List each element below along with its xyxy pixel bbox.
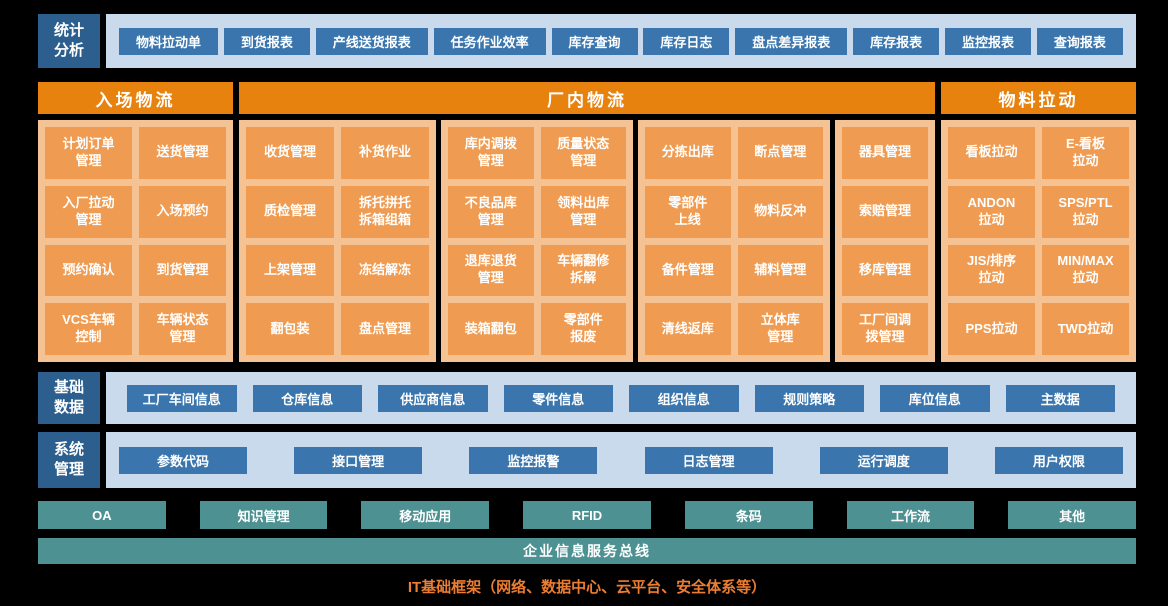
stats-strip: 物料拉动单 到货报表 产线送货报表 任务作业效率 库存查询 库存日志 盘点差异报… (106, 14, 1136, 68)
platform-item: 移动应用 (361, 501, 490, 529)
service-bus-bar: 企业信息服务总线 (38, 538, 1136, 564)
module-cell: 上架管理 (246, 244, 334, 297)
stats-item: 监控报表 (945, 27, 1032, 55)
base-data-item: 零件信息 (503, 384, 613, 412)
module-cell: 计划订单 管理 (45, 127, 132, 179)
module-cell: 零部件 报废 (540, 303, 626, 355)
module-cell: 退库退货 管理 (448, 244, 534, 297)
module-cell: 看板拉动 (948, 127, 1035, 179)
module-cell: PPS拉动 (948, 303, 1035, 355)
stats-item: 物料拉动单 (119, 27, 219, 55)
base-data-item: 供应商信息 (378, 384, 488, 412)
pull-panel: 看板拉动 E-看板 拉动 ANDON 拉动 SPS/PTL 拉动 JIS/排序 … (941, 120, 1136, 362)
module-cell: 拆托拼托 拆箱组箱 (341, 185, 429, 238)
header-inbound-logistics: 入场物流 (38, 82, 233, 114)
base-data-row: 基础 数据 工厂车间信息 仓库信息 供应商信息 零件信息 组织信息 规则策略 库… (38, 372, 1136, 424)
inbound-panel: 计划订单 管理 送货管理 入厂拉动 管理 入场预约 预约确认 到货管理 VCS车… (38, 120, 233, 362)
module-cell: 分拣出库 (645, 127, 731, 179)
system-item: 运行调度 (819, 446, 948, 474)
plant-panel-4: 器具管理 索赔管理 移库管理 工厂间调 拨管理 (835, 120, 935, 362)
module-cell: 索赔管理 (842, 185, 928, 238)
module-cell: 移库管理 (842, 244, 928, 297)
module-cell: 辅料管理 (737, 244, 823, 297)
system-section-label: 系统 管理 (38, 432, 100, 488)
module-cell: 补货作业 (341, 127, 429, 179)
platform-item: 知识管理 (199, 501, 328, 529)
plant-panel-2: 库内调拨 管理 质量状态 管理 不良品库 管理 领料出库 管理 退库退货 管理 … (441, 120, 633, 362)
stats-item: 到货报表 (223, 27, 310, 55)
system-strip: 参数代码 接口管理 监控报警 日志管理 运行调度 用户权限 (106, 432, 1136, 488)
module-cell: TWD拉动 (1042, 303, 1129, 355)
module-cell: 装箱翻包 (448, 303, 534, 355)
stats-item: 查询报表 (1036, 27, 1123, 55)
section-headers: 入场物流 厂内物流 物料拉动 (38, 82, 1136, 114)
stats-item: 库存查询 (551, 27, 638, 55)
platform-item: 条码 (684, 501, 813, 529)
plant-panel-3: 分拣出库 断点管理 零部件 上线 物料反冲 备件管理 辅料管理 清线返库 立体库… (638, 120, 830, 362)
stats-item: 任务作业效率 (433, 27, 546, 55)
module-cell: 车辆翻修 拆解 (540, 244, 626, 297)
stats-row: 统计 分析 物料拉动单 到货报表 产线送货报表 任务作业效率 库存查询 库存日志… (38, 14, 1136, 68)
base-data-item: 规则策略 (754, 384, 864, 412)
base-data-item: 库位信息 (880, 384, 990, 412)
module-cell: 入场预约 (139, 185, 226, 238)
module-cell: 物料反冲 (737, 185, 823, 238)
module-cell: 库内调拨 管理 (448, 127, 534, 179)
module-cell: VCS车辆 控制 (45, 303, 132, 355)
module-cell: 器具管理 (842, 127, 928, 179)
base-data-item: 工厂车间信息 (127, 384, 237, 412)
header-material-pull: 物料拉动 (941, 82, 1136, 114)
base-data-strip: 工厂车间信息 仓库信息 供应商信息 零件信息 组织信息 规则策略 库位信息 主数… (106, 372, 1136, 424)
platform-item: OA (38, 501, 166, 529)
header-plant-logistics: 厂内物流 (239, 82, 935, 114)
platform-item: 其他 (1008, 501, 1137, 529)
module-cell: 清线返库 (645, 303, 731, 355)
system-item: 接口管理 (294, 446, 423, 474)
system-management-row: 系统 管理 参数代码 接口管理 监控报警 日志管理 运行调度 用户权限 (38, 432, 1136, 488)
platform-item: RFID (523, 501, 651, 529)
module-cell: ANDON 拉动 (948, 185, 1035, 238)
stats-item: 库存日志 (643, 27, 730, 55)
it-infrastructure-caption: IT基础框架（网络、数据中心、云平台、安全体系等） (407, 579, 767, 596)
module-panels: 计划订单 管理 送货管理 入厂拉动 管理 入场预约 预约确认 到货管理 VCS车… (38, 120, 1136, 362)
module-cell: 预约确认 (45, 244, 132, 297)
system-item: 日志管理 (644, 446, 773, 474)
module-cell: 收货管理 (246, 127, 334, 179)
base-data-item: 主数据 (1005, 384, 1115, 412)
module-cell: MIN/MAX 拉动 (1042, 244, 1129, 297)
module-cell: 车辆状态 管理 (139, 303, 226, 355)
base-data-item: 组织信息 (629, 384, 739, 412)
module-cell: E-看板 拉动 (1042, 127, 1129, 179)
system-item: 监控报警 (469, 446, 598, 474)
platform-item: 工作流 (846, 501, 975, 529)
module-cell: 领料出库 管理 (540, 185, 626, 238)
module-cell: JIS/排序 拉动 (948, 244, 1035, 297)
stats-item: 产线送货报表 (315, 27, 428, 55)
module-cell: 质检管理 (246, 185, 334, 238)
stats-item: 盘点差异报表 (735, 27, 848, 55)
module-cell: 翻包装 (246, 303, 334, 355)
module-cell: 质量状态 管理 (540, 127, 626, 179)
platform-row: OA 知识管理 移动应用 RFID 条码 工作流 其他 (38, 501, 1137, 529)
module-cell: 入厂拉动 管理 (45, 185, 132, 238)
module-cell: 零部件 上线 (645, 185, 731, 238)
stats-item: 库存报表 (853, 27, 940, 55)
module-cell: 立体库 管理 (737, 303, 823, 355)
module-cell: 断点管理 (737, 127, 823, 179)
module-cell: 盘点管理 (341, 303, 429, 355)
base-data-item: 仓库信息 (252, 384, 362, 412)
module-cell: 工厂间调 拨管理 (842, 303, 928, 355)
plant-panel-1: 收货管理 补货作业 质检管理 拆托拼托 拆箱组箱 上架管理 冻结解冻 翻包装 盘… (239, 120, 436, 362)
stats-section-label: 统计 分析 (38, 14, 100, 68)
plant-panels: 收货管理 补货作业 质检管理 拆托拼托 拆箱组箱 上架管理 冻结解冻 翻包装 盘… (239, 120, 935, 362)
module-cell: SPS/PTL 拉动 (1042, 185, 1129, 238)
system-item: 参数代码 (119, 446, 247, 474)
base-data-section-label: 基础 数据 (38, 372, 100, 424)
module-cell: 备件管理 (645, 244, 731, 297)
system-item: 用户权限 (994, 446, 1123, 474)
module-cell: 送货管理 (139, 127, 226, 179)
module-cell: 不良品库 管理 (448, 185, 534, 238)
module-cell: 冻结解冻 (341, 244, 429, 297)
module-cell: 到货管理 (139, 244, 226, 297)
